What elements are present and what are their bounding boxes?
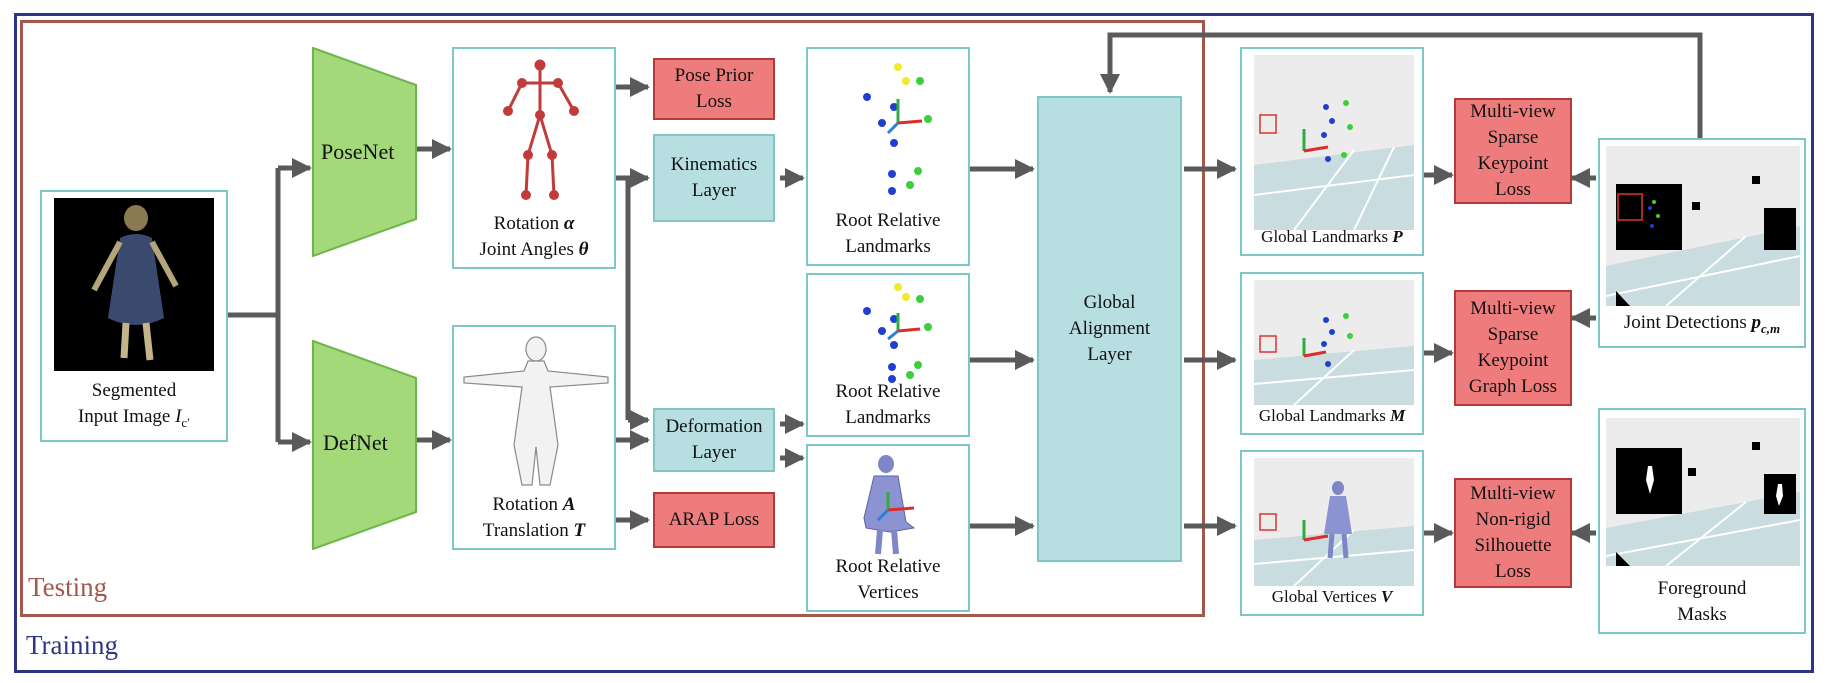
arap-loss-label: ARAP Loss	[668, 509, 760, 530]
arap-loss: ARAP Loss	[653, 492, 775, 548]
landmarks-icon	[863, 63, 932, 195]
pose-output-label: Rotation α Joint Angles θ	[479, 213, 589, 260]
multiview-scene	[1606, 146, 1800, 306]
training-label: Training	[26, 630, 119, 660]
joint-detections-box: Joint Detections pc,m	[1598, 138, 1806, 348]
skeleton-icon	[503, 59, 579, 200]
global-vertices-box: Global Vertices V	[1240, 450, 1424, 616]
template-mesh-icon	[463, 336, 609, 486]
input-image-box: Segmented Input Image Ic′	[40, 190, 228, 442]
checkerboard-scene	[1254, 458, 1414, 586]
posenet-label: PoseNet	[321, 139, 395, 164]
global-landmarks-p-box: Global Landmarks P	[1240, 47, 1424, 256]
global-vertices-label: Global Vertices V	[1271, 587, 1393, 606]
training-frame	[14, 13, 1814, 673]
input-image-label: Segmented Input Image Ic′	[77, 380, 191, 430]
person-icon	[91, 205, 179, 361]
def-output-box: Rotation A Translation T	[452, 325, 616, 550]
def-output-label: Rotation A Translation T	[482, 494, 586, 541]
global-landmarks-m-label: Global Landmarks M	[1258, 406, 1406, 425]
mesh-figure-icon	[863, 455, 916, 555]
testing-frame	[20, 20, 1205, 617]
global-landmarks-p-label: Global Landmarks P	[1261, 227, 1403, 246]
pose-output-box: Rotation α Joint Angles θ	[452, 47, 616, 269]
global-landmarks-m-box: Global Landmarks M	[1240, 272, 1424, 435]
landmarks-icon	[863, 283, 932, 383]
checkerboard-scene	[1254, 55, 1414, 230]
defnet-label: DefNet	[323, 430, 388, 455]
defnet-shape	[312, 340, 417, 550]
input-image	[54, 198, 214, 371]
joint-detections-label: Joint Detections pc,m	[1623, 312, 1781, 336]
checkerboard-scene	[1254, 280, 1414, 405]
posenet-shape	[312, 47, 417, 257]
testing-label: Testing	[28, 572, 108, 602]
multiview-scene	[1606, 418, 1800, 566]
